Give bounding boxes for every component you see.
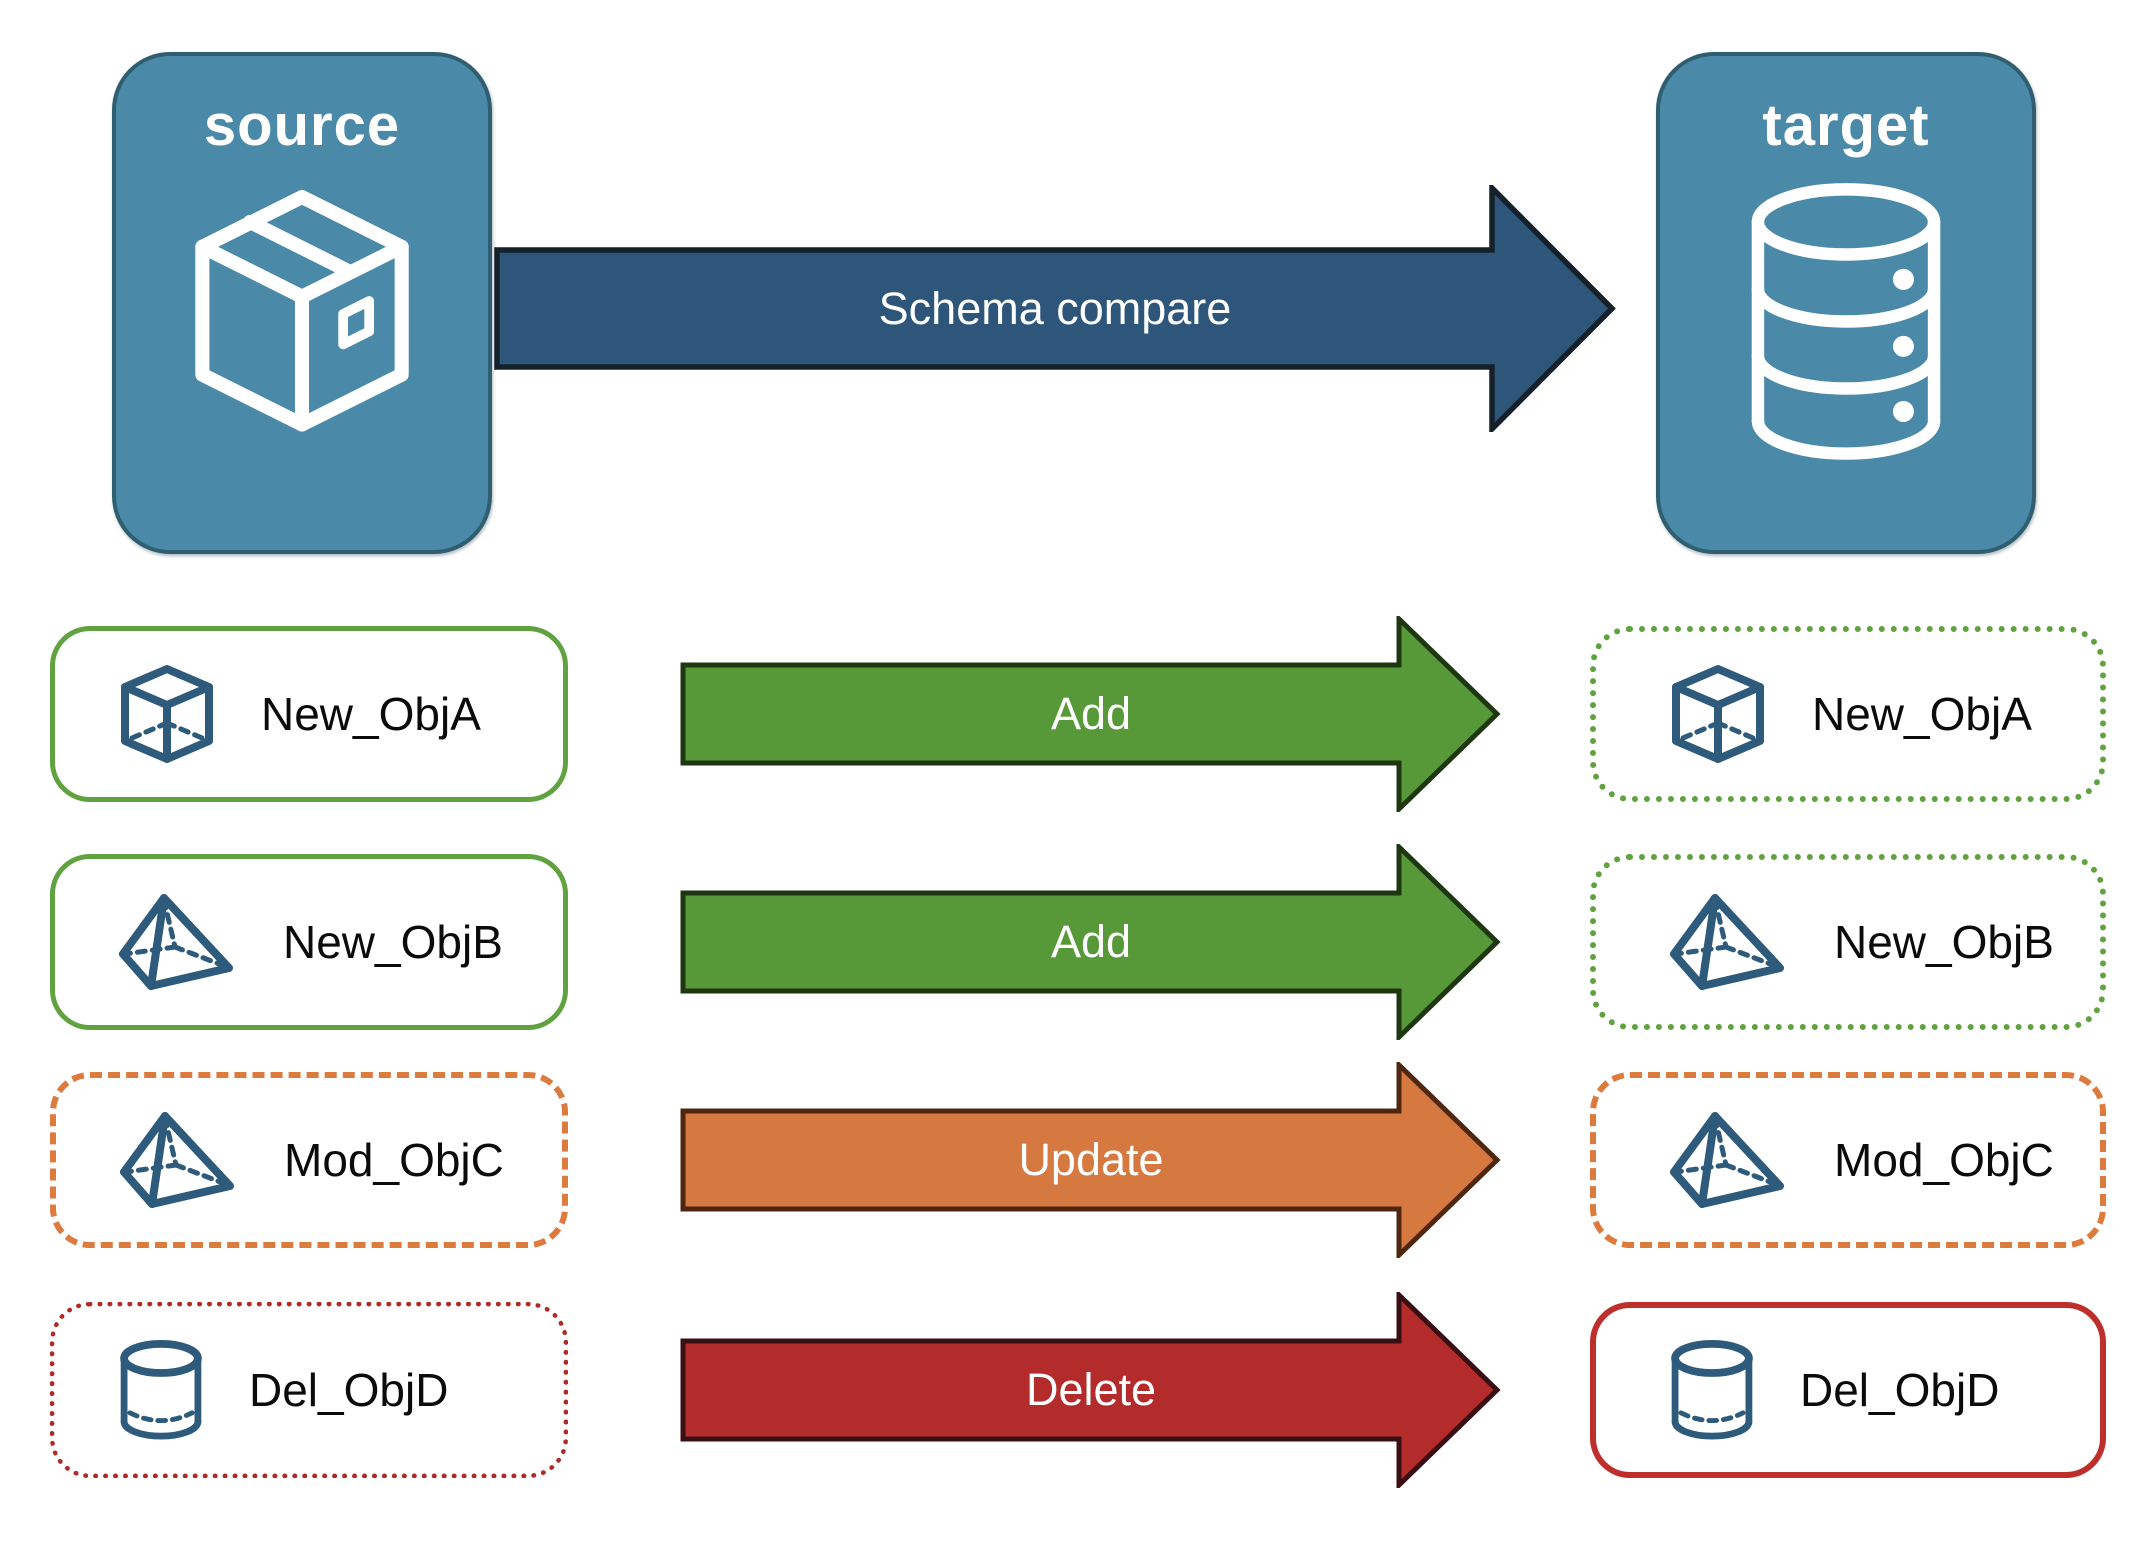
source-object-new-obja: New_ObjA xyxy=(50,626,568,802)
cylinder-icon xyxy=(120,1339,202,1440)
delete-arrow-objd: Delete xyxy=(680,1292,1502,1488)
add-arrow-shape xyxy=(680,844,1501,1040)
object-label: New_ObjA xyxy=(261,688,481,740)
delete-arrow-shape xyxy=(680,1292,1501,1488)
pyramid-icon xyxy=(120,1112,234,1208)
object-label: Del_ObjD xyxy=(1800,1364,2000,1416)
pyramid-icon xyxy=(1670,894,1784,990)
add-arrow-shape xyxy=(680,616,1501,812)
add-arrow-obja: Add xyxy=(680,616,1502,812)
add-arrow-objb: Add xyxy=(680,844,1502,1040)
source-object-mod-objc: Mod_ObjC xyxy=(50,1072,568,1248)
object-label: Mod_ObjC xyxy=(284,1134,504,1186)
target-object-new-obja: New_ObjA xyxy=(1590,626,2106,802)
object-label: Del_ObjD xyxy=(249,1364,449,1416)
schema-compare-arrow-label: Schema compare xyxy=(878,282,1232,334)
cylinder-icon xyxy=(1671,1339,1753,1440)
cube-icon xyxy=(1672,665,1764,763)
delete-arrow-label: Delete xyxy=(1025,1364,1157,1415)
add-arrow-label: Add xyxy=(1050,916,1132,967)
object-label: New_ObjB xyxy=(283,916,503,968)
schema-compare-arrow-shape xyxy=(494,185,1616,432)
pyramid-icon xyxy=(1670,1112,1784,1208)
source-object-new-objb: New_ObjB xyxy=(50,854,568,1030)
update-arrow-objc: Update xyxy=(680,1062,1502,1258)
target-object-mod-objc: Mod_ObjC xyxy=(1590,1072,2106,1248)
source-label: source xyxy=(203,93,401,158)
source-object-del-objd: Del_ObjD xyxy=(50,1302,568,1478)
target-object-new-objb: New_ObjB xyxy=(1590,854,2106,1030)
target-node: target xyxy=(1656,52,2036,554)
schema-compare-arrow: Schema compare xyxy=(494,185,1616,432)
database-icon xyxy=(1751,183,1941,460)
package-icon xyxy=(195,189,409,432)
object-label: New_ObjA xyxy=(1812,688,2032,740)
object-label: New_ObjB xyxy=(1834,916,2054,968)
target-label: target xyxy=(1762,93,1930,158)
cube-icon xyxy=(121,665,213,763)
object-label: Mod_ObjC xyxy=(1834,1134,2054,1186)
update-arrow-shape xyxy=(680,1062,1501,1258)
source-node: source xyxy=(112,52,492,554)
target-object-del-objd: Del_ObjD xyxy=(1590,1302,2106,1478)
pyramid-icon xyxy=(119,894,233,990)
update-arrow-label: Update xyxy=(1018,1134,1164,1185)
add-arrow-label: Add xyxy=(1050,688,1132,739)
